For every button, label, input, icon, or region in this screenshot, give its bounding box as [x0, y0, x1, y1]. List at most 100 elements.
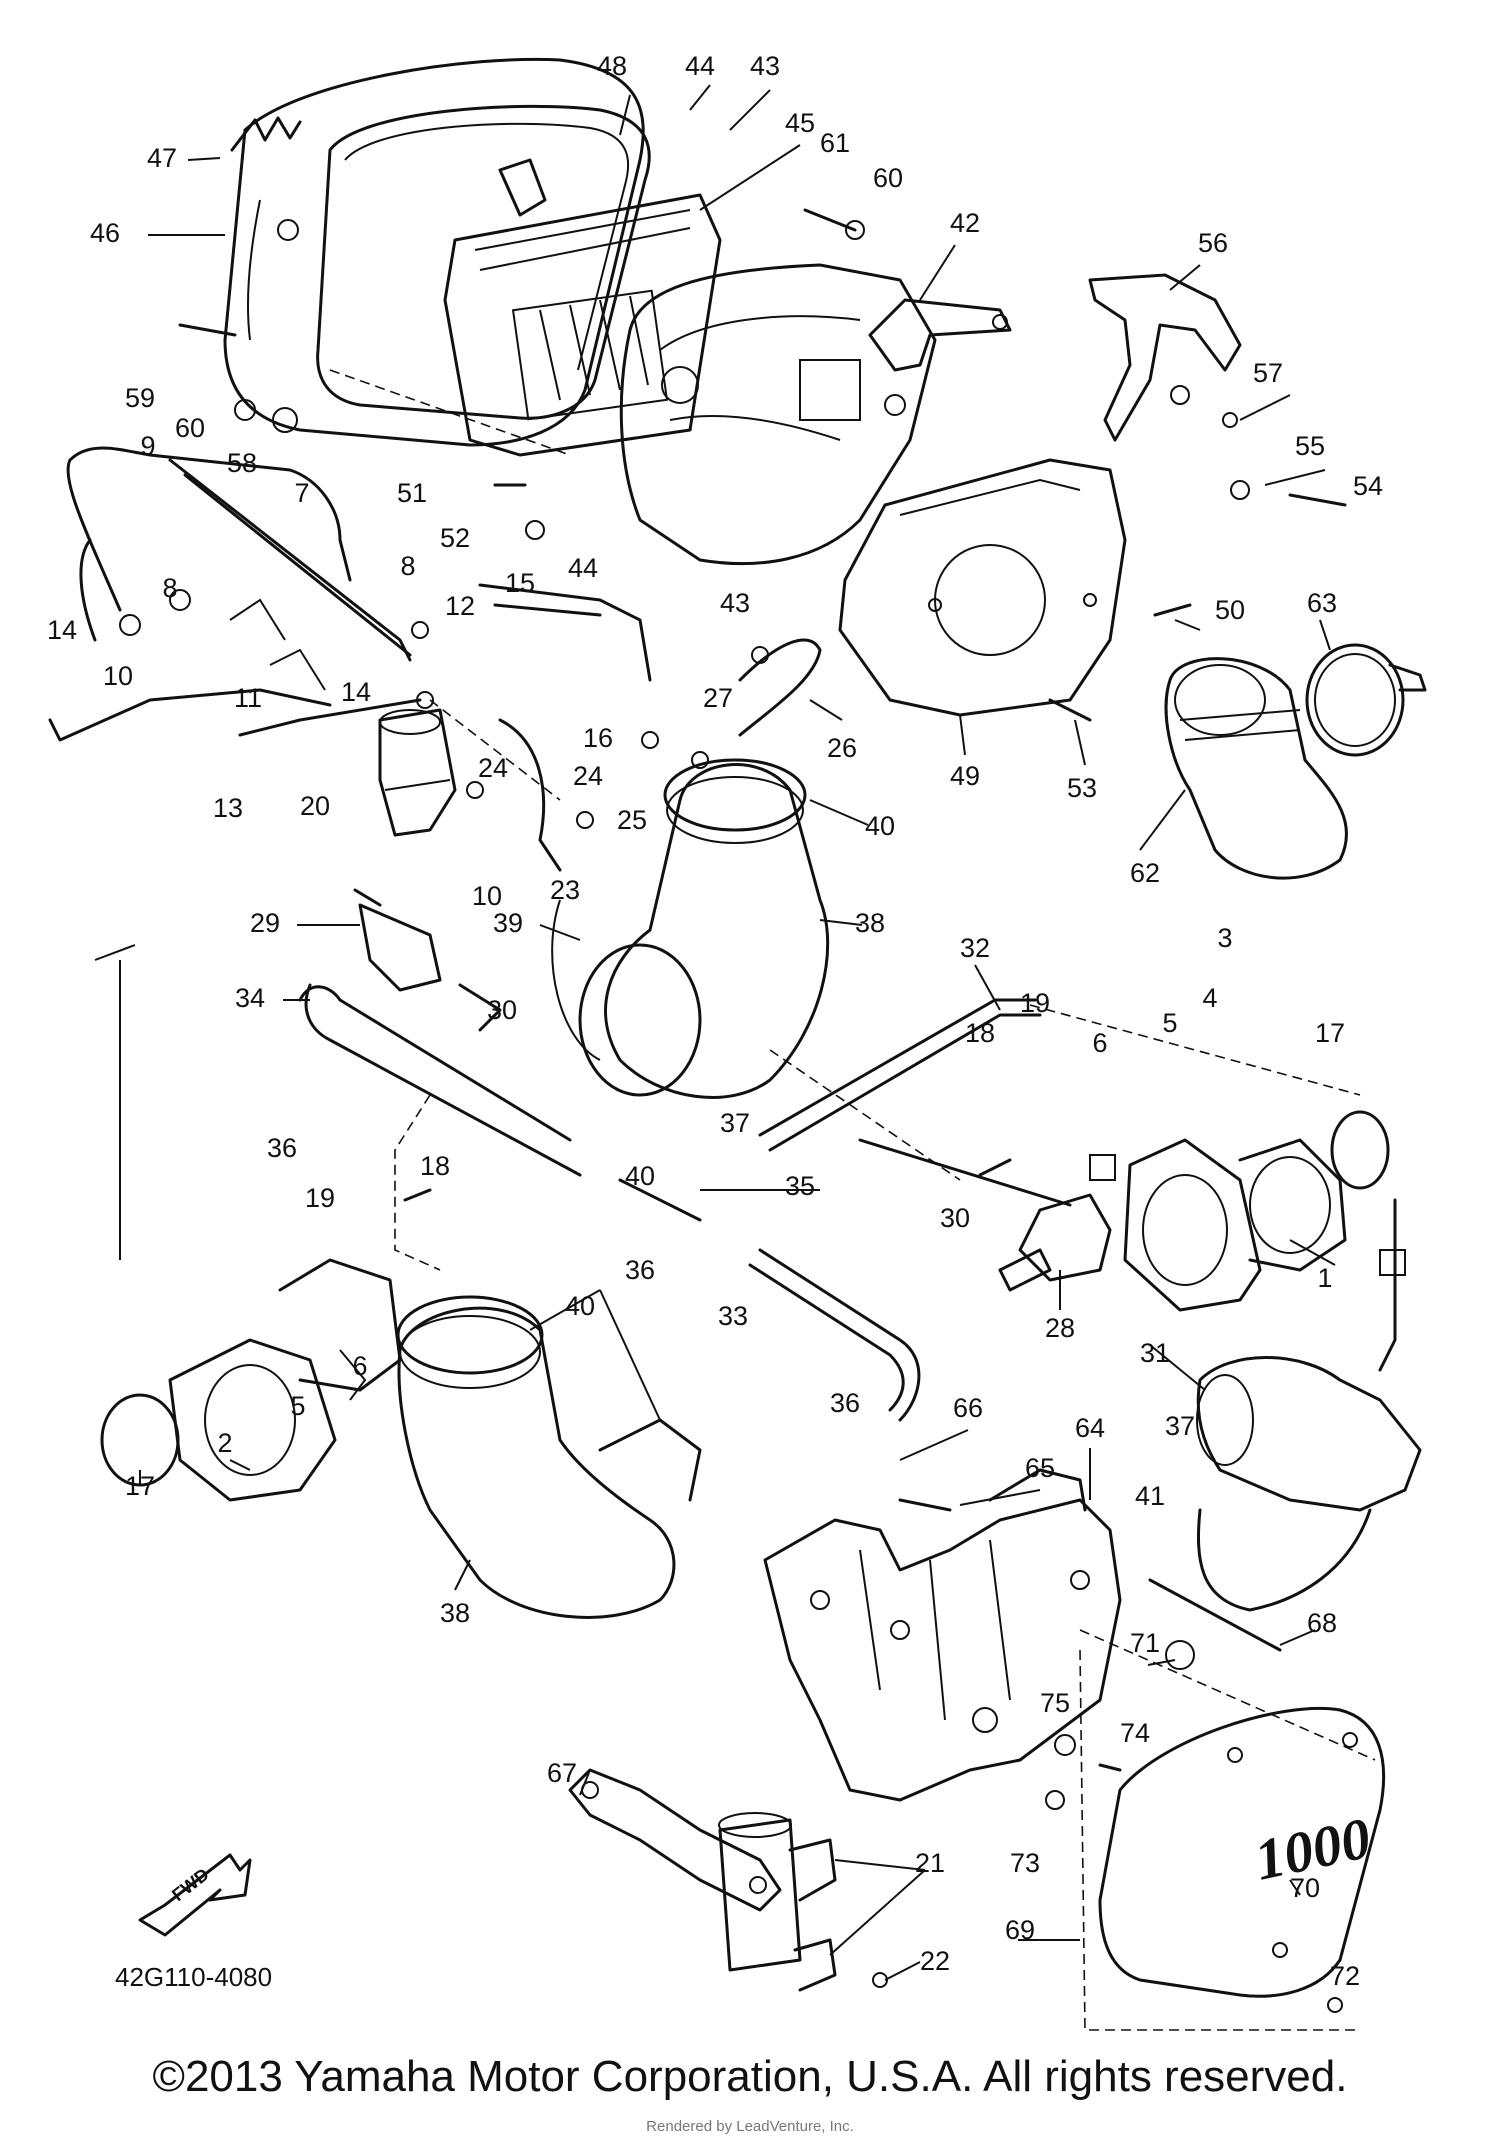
- part-number-label: 12: [445, 591, 475, 621]
- part-number-label: 11: [234, 683, 262, 713]
- part-number-label: 5: [1162, 1008, 1177, 1038]
- part-number-labels: 1234556678891010111213141415161717181819…: [47, 51, 1383, 1991]
- part-number-label: 18: [420, 1151, 450, 1181]
- part-number-label: 32: [960, 933, 990, 963]
- part-number-label: 23: [550, 875, 580, 905]
- part-number-label: 31: [1140, 1338, 1170, 1368]
- intake-joint-38-upper: [551, 758, 830, 1099]
- part-number-label: 61: [820, 128, 850, 158]
- hardware: [178, 208, 1347, 2013]
- dashed-callouts: [94, 369, 1376, 2031]
- part-number-label: 57: [1253, 358, 1283, 388]
- bottom-fitting-21: [718, 1812, 837, 1992]
- sensor-28: [998, 1193, 1112, 1292]
- fwd-label: FWD: [168, 1864, 213, 1905]
- hoses-32-33: [748, 998, 1072, 1422]
- hoses-upper-left: [48, 446, 822, 872]
- part-number-label: 44: [685, 51, 715, 81]
- part-number-label: 62: [1130, 858, 1160, 888]
- part-number-label: 17: [125, 1471, 155, 1501]
- cover-69: 1000: [1098, 1707, 1386, 1998]
- part-number-label: 38: [440, 1598, 470, 1628]
- part-number-label: 10: [472, 881, 502, 911]
- part-number-label: 5: [290, 1391, 305, 1421]
- part-number-label: 70: [1290, 1873, 1320, 1903]
- part-number-label: 2: [217, 1428, 232, 1458]
- part-number-label: 73: [1010, 1848, 1040, 1878]
- part-number-label: 45: [785, 108, 815, 138]
- joint-1-assembly: [1089, 1110, 1390, 1312]
- part-number-label: 6: [1092, 1028, 1107, 1058]
- joint-2-assembly: [100, 1258, 402, 1502]
- part-number-label: 66: [953, 1393, 983, 1423]
- part-number-label: 30: [487, 995, 517, 1025]
- part-number-label: 41: [1135, 1481, 1165, 1511]
- part-number-label: 39: [493, 908, 523, 938]
- part-number-label: 51: [397, 478, 427, 508]
- part-number-label: 68: [1307, 1608, 1337, 1638]
- part-number-label: 8: [162, 573, 177, 603]
- part-number-label: 8: [400, 551, 415, 581]
- air-cleaner-case: [619, 263, 937, 566]
- part-number-label: 6: [352, 1351, 367, 1381]
- part-number-label: 29: [250, 908, 280, 938]
- part-number-label: 19: [305, 1183, 335, 1213]
- part-number-label: 34: [235, 983, 265, 1013]
- bracket-plate-64: [763, 1468, 1122, 1802]
- part-number-label: 53: [1067, 773, 1097, 803]
- part-number-label: 10: [103, 661, 133, 691]
- part-number-label: 67: [547, 1758, 577, 1788]
- intake-joint-38-lower: [396, 1295, 702, 1619]
- part-number-label: 24: [478, 753, 508, 783]
- part-number-label: 75: [1040, 1688, 1070, 1718]
- part-number-label: 3: [1217, 923, 1232, 953]
- part-number-label: 60: [873, 163, 903, 193]
- valve-20: [378, 708, 457, 837]
- leader-lines: [139, 84, 1336, 1981]
- bracket-56: [1088, 273, 1242, 442]
- part-number-label: 58: [227, 448, 257, 478]
- part-number-label: 33: [718, 1301, 748, 1331]
- clamp-63: [1305, 643, 1427, 757]
- part-number-label: 9: [140, 431, 155, 461]
- part-number-label: 37: [1165, 1411, 1195, 1441]
- part-number-label: 56: [1198, 228, 1228, 258]
- hose-31-41: [1196, 1198, 1422, 1612]
- part-number-label: 17: [1315, 1018, 1345, 1048]
- part-number-label: 55: [1295, 431, 1325, 461]
- part-number-label: 43: [720, 588, 750, 618]
- sensor-29-and-hoses: [298, 888, 702, 1222]
- fwd-arrow: FWD: [138, 1853, 252, 1937]
- bracket-42: [868, 298, 1012, 372]
- reference-code: 42G110-4080: [115, 1962, 273, 1992]
- part-number-label: 16: [583, 723, 613, 753]
- part-number-label: 27: [703, 683, 733, 713]
- part-number-label: 35: [785, 1171, 815, 1201]
- side-cover-49: [838, 458, 1127, 717]
- bracket-67: [568, 1768, 782, 1912]
- part-number-label: 72: [1330, 1961, 1360, 1991]
- part-number-label: 40: [625, 1161, 655, 1191]
- part-number-label: 40: [565, 1291, 595, 1321]
- part-number-label: 74: [1120, 1718, 1150, 1748]
- part-number-label: 64: [1075, 1413, 1105, 1443]
- render-credit: Rendered by LeadVenture, Inc.: [646, 2118, 854, 2135]
- part-number-label: 49: [950, 761, 980, 791]
- part-number-label: 26: [827, 733, 857, 763]
- part-number-label: 69: [1005, 1915, 1035, 1945]
- part-number-label: 21: [915, 1848, 945, 1878]
- part-number-label: 44: [568, 553, 598, 583]
- intake-joint-62: [1164, 657, 1348, 880]
- part-number-label: 63: [1307, 588, 1337, 618]
- part-number-label: 37: [720, 1108, 750, 1138]
- part-number-label: 4: [1202, 983, 1217, 1013]
- part-number-label: 14: [47, 615, 77, 645]
- part-number-label: 22: [920, 1946, 950, 1976]
- copyright-notice: ©2013 Yamaha Motor Corporation, U.S.A. A…: [152, 2052, 1348, 2101]
- part-number-label: 36: [625, 1255, 655, 1285]
- part-number-label: 48: [597, 51, 627, 81]
- part-number-label: 54: [1353, 471, 1383, 501]
- part-number-label: 20: [300, 791, 330, 821]
- part-number-label: 43: [750, 51, 780, 81]
